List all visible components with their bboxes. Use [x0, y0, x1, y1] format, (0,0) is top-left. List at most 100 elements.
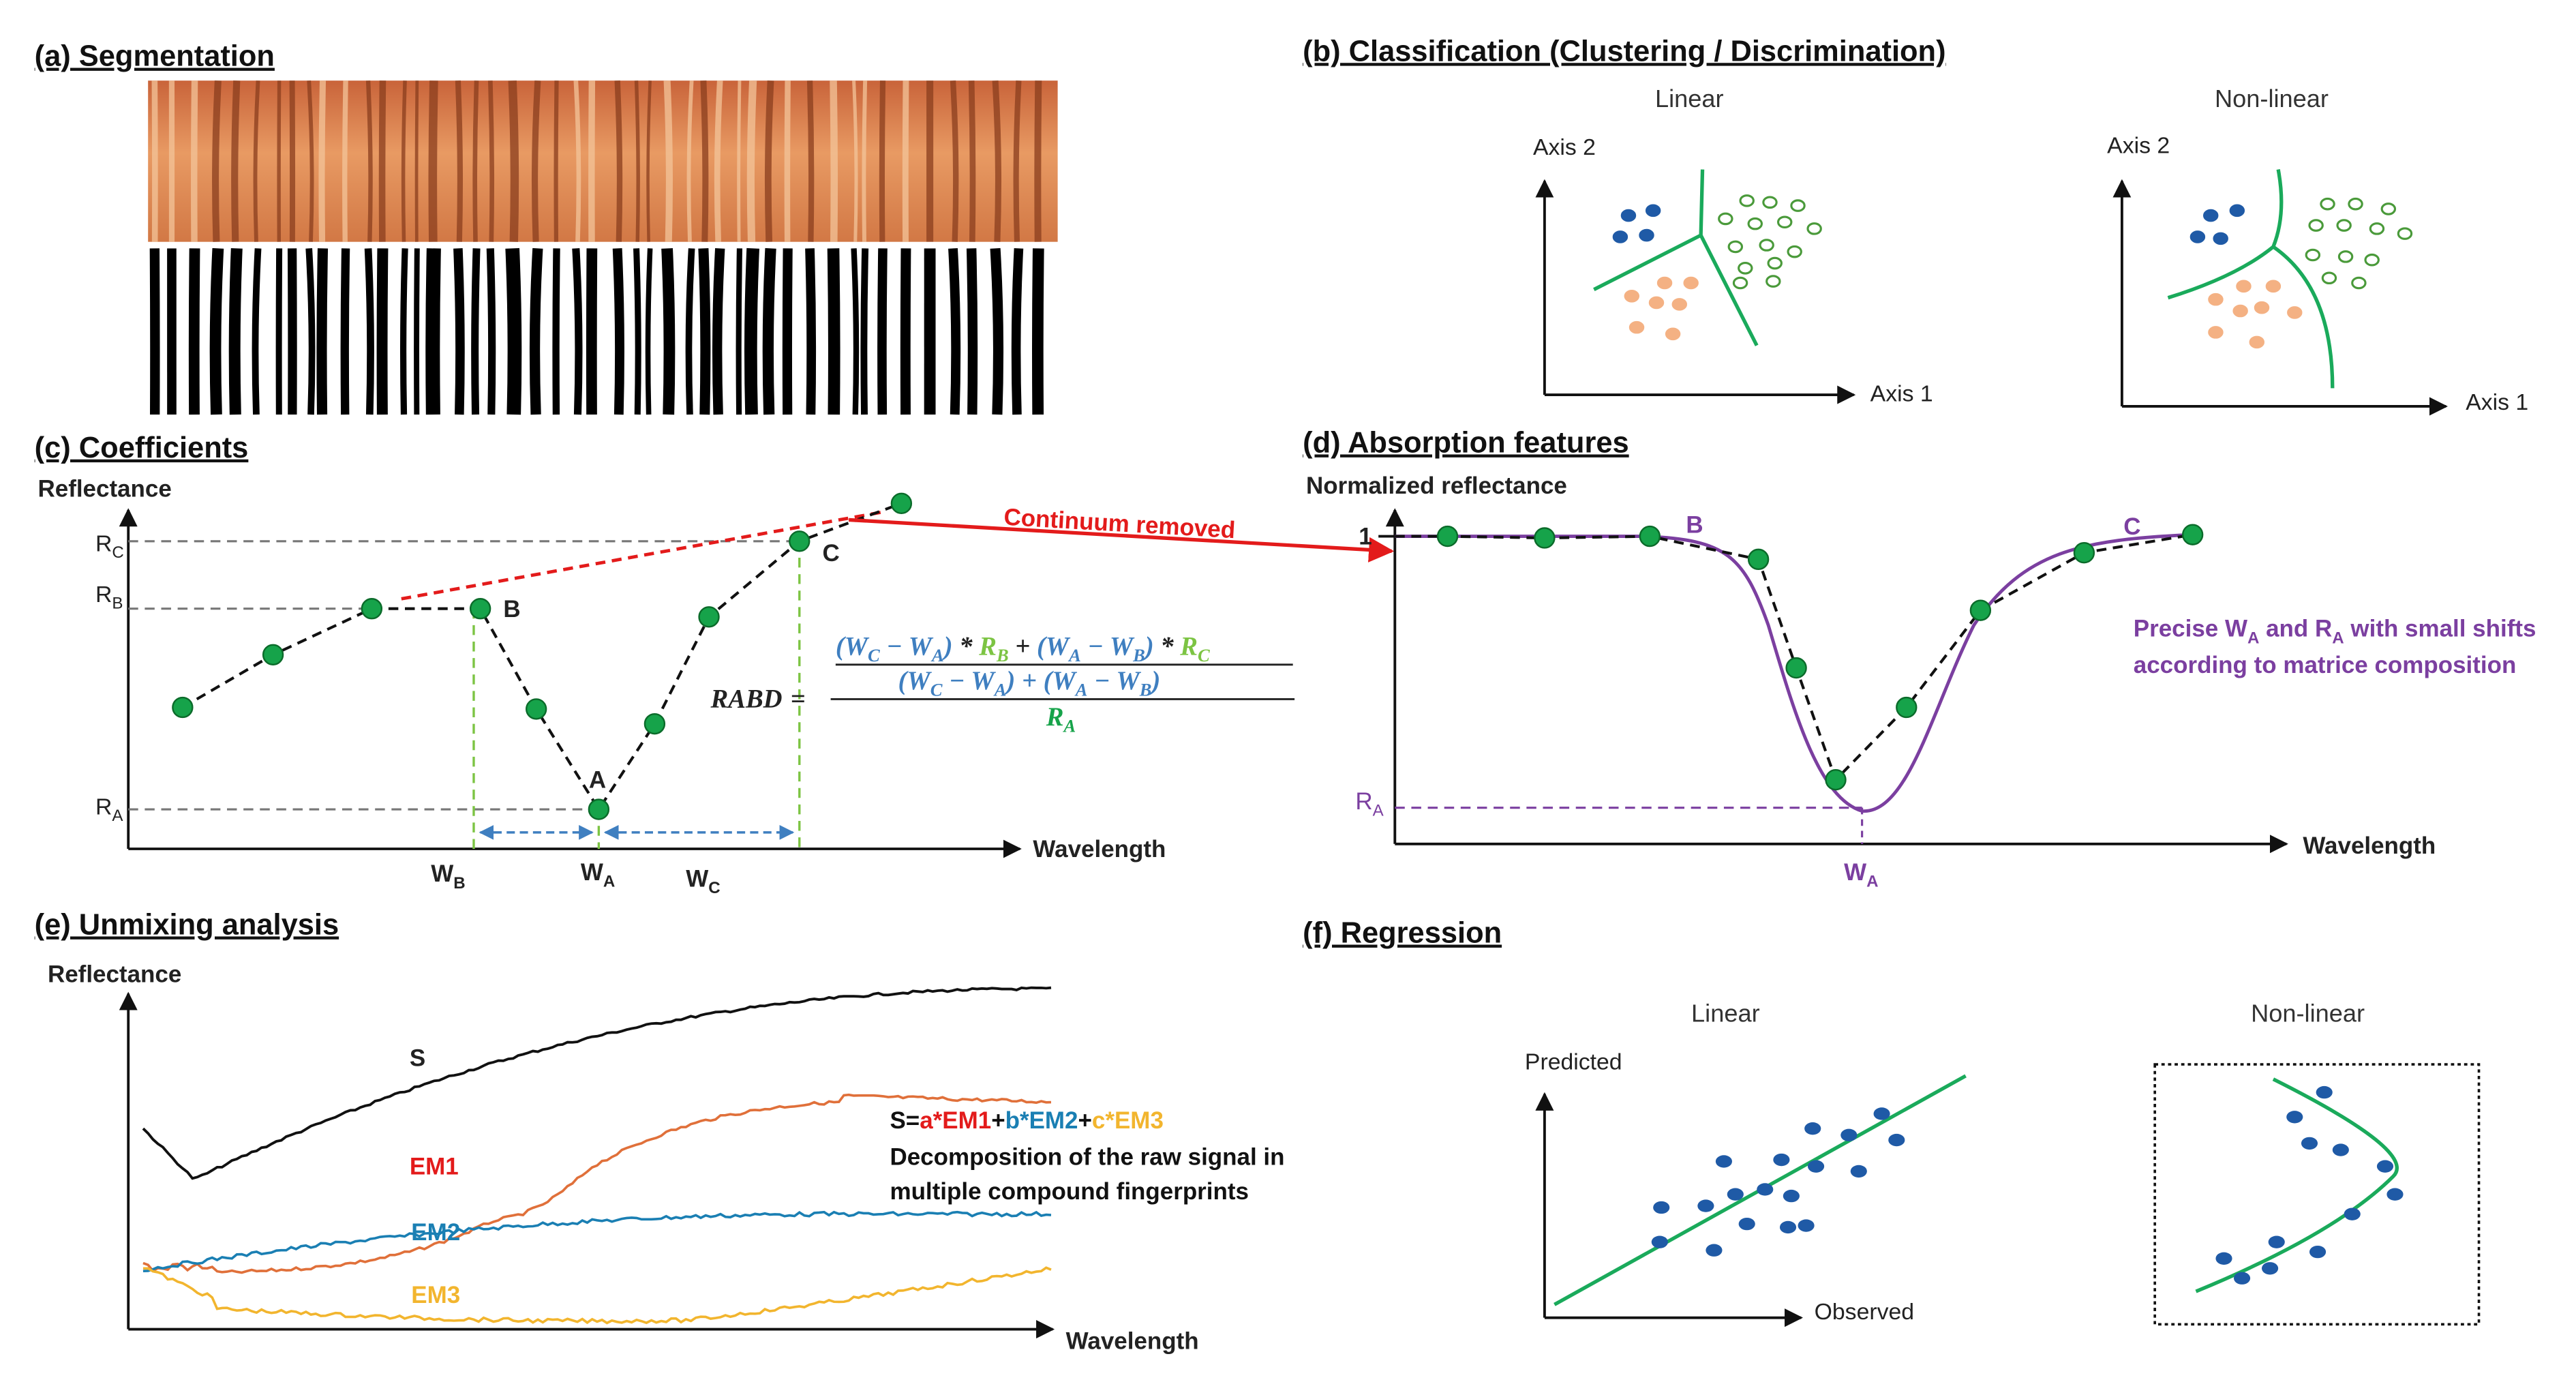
green-class-point	[1808, 224, 1821, 234]
blue-class-point	[2214, 233, 2227, 243]
wood-ring	[404, 80, 405, 241]
e-xlabel: Wavelength	[1066, 1328, 1199, 1354]
mask-ring	[787, 248, 788, 415]
d-spectrum-point	[1787, 658, 1806, 678]
mask-ring	[475, 248, 476, 415]
d-point-b-label: B	[1686, 512, 1703, 539]
f-nonlinear-point	[2316, 1086, 2333, 1098]
f-nonlinear-point	[2377, 1160, 2393, 1173]
wood-ring	[751, 80, 753, 241]
orange-class-point	[1650, 297, 1663, 308]
green-class-point	[2321, 198, 2334, 209]
c-rc-label: RC	[95, 530, 124, 562]
continuum-removed-label: Continuum removed	[1003, 504, 1237, 544]
wood-ring	[322, 80, 323, 241]
mask-ring	[854, 248, 856, 415]
f-linear-point	[1697, 1199, 1714, 1212]
wood-ring	[905, 80, 906, 241]
orange-class-point	[2209, 294, 2222, 304]
mask-ring	[717, 248, 720, 415]
f-linear-point	[1653, 1201, 1669, 1214]
f-nonlinear-point	[2262, 1262, 2278, 1274]
orange-class-point	[1658, 278, 1671, 288]
linear-classifier-label: Linear	[1655, 85, 1724, 112]
wood-ring	[475, 80, 476, 241]
c-spectrum-point	[263, 645, 283, 665]
panel-d: (d) Absorption features Normalized refle…	[1303, 427, 2536, 891]
c-ylabel: Reflectance	[38, 476, 172, 502]
green-class-point	[2398, 228, 2411, 239]
green-class-point	[1767, 276, 1780, 286]
d-wa-label: WA	[1844, 859, 1878, 891]
orange-class-point	[1625, 291, 1638, 301]
wood-ring	[703, 80, 706, 241]
green-class-point	[1768, 258, 1781, 268]
f-linear-point	[1780, 1221, 1796, 1233]
orange-class-point	[2237, 281, 2250, 291]
mask-ring	[995, 248, 998, 415]
wood-ring	[882, 80, 883, 241]
wood-ring	[556, 80, 557, 241]
d-spectrum-point	[2074, 543, 2094, 562]
orange-class-point	[2267, 281, 2279, 291]
mask-ring	[490, 248, 491, 415]
c-spectrum-point	[526, 699, 546, 719]
wood-ring	[667, 80, 669, 241]
mask-ring	[382, 248, 383, 415]
green-class-point	[1763, 197, 1776, 207]
mask-ring	[368, 248, 370, 415]
mask-ring	[513, 248, 515, 415]
f-nonlinear-point	[2286, 1111, 2303, 1123]
mask-ring	[667, 248, 669, 415]
f-linear-label: Linear	[1691, 999, 1760, 1027]
green-class-point	[1788, 246, 1801, 256]
e-description-line-1: Decomposition of the raw signal in	[890, 1143, 1284, 1170]
mask-ring	[864, 248, 865, 415]
f-linear-point	[1773, 1154, 1789, 1166]
mask-ring	[1037, 248, 1038, 415]
green-class-point	[1760, 240, 1773, 250]
mask-ring	[618, 248, 620, 415]
f-linear-point	[1798, 1219, 1815, 1231]
mask-ring	[768, 248, 771, 415]
d-spectrum-point	[1826, 770, 1846, 790]
f-nonlinear-point	[2333, 1143, 2349, 1156]
orange-class-point	[1630, 322, 1643, 332]
b-nonlinear-boundary	[2168, 170, 2332, 389]
panel-b-title: (b) Classification (Clustering / Discrim…	[1303, 35, 1945, 68]
f-nonlinear-point	[2234, 1272, 2250, 1285]
f-linear-point	[1757, 1183, 1773, 1195]
mask-ring	[953, 248, 956, 415]
wood-ring	[864, 80, 865, 241]
f-linear-point	[1851, 1165, 1867, 1178]
rabd-inner-denominator: (WC − WA) + (WA − WB)	[898, 667, 1161, 700]
orange-class-point	[2255, 302, 2268, 312]
wood-ring	[234, 80, 237, 241]
wood-ring	[345, 80, 346, 241]
wood-ring	[433, 80, 434, 241]
d-spectrum-point	[1971, 601, 1990, 620]
b-nonlinear-xlabel: Axis 1	[2466, 389, 2528, 415]
green-class-point	[1748, 218, 1761, 228]
panel-a: (a) Segmentation	[35, 40, 1058, 415]
c-spectrum-point	[470, 599, 490, 618]
continuum-arrow: Continuum removed	[849, 504, 1391, 552]
mask-ring	[433, 248, 434, 415]
blue-class-point	[1647, 205, 1660, 215]
green-class-point	[1719, 213, 1732, 224]
f-ylabel: Predicted	[1525, 1049, 1622, 1075]
orange-class-point	[1684, 278, 1697, 288]
panel-f: (f) Regression Linear Non-linear Predict…	[1303, 917, 2479, 1325]
d-spectrum-point	[1438, 526, 1457, 546]
orange-class-point	[2288, 308, 2301, 318]
panel-a-title: (a) Segmentation	[35, 40, 275, 73]
mask-ring	[535, 248, 538, 415]
f-nonlinear-point	[2301, 1137, 2318, 1150]
e-s-label: S	[410, 1045, 425, 1071]
wood-ring	[513, 80, 515, 241]
wood-ring	[490, 80, 491, 241]
wood-core-photo	[148, 80, 1057, 241]
f-linear-point	[1652, 1235, 1668, 1248]
wood-ring	[787, 80, 788, 241]
blue-class-point	[2230, 205, 2243, 215]
